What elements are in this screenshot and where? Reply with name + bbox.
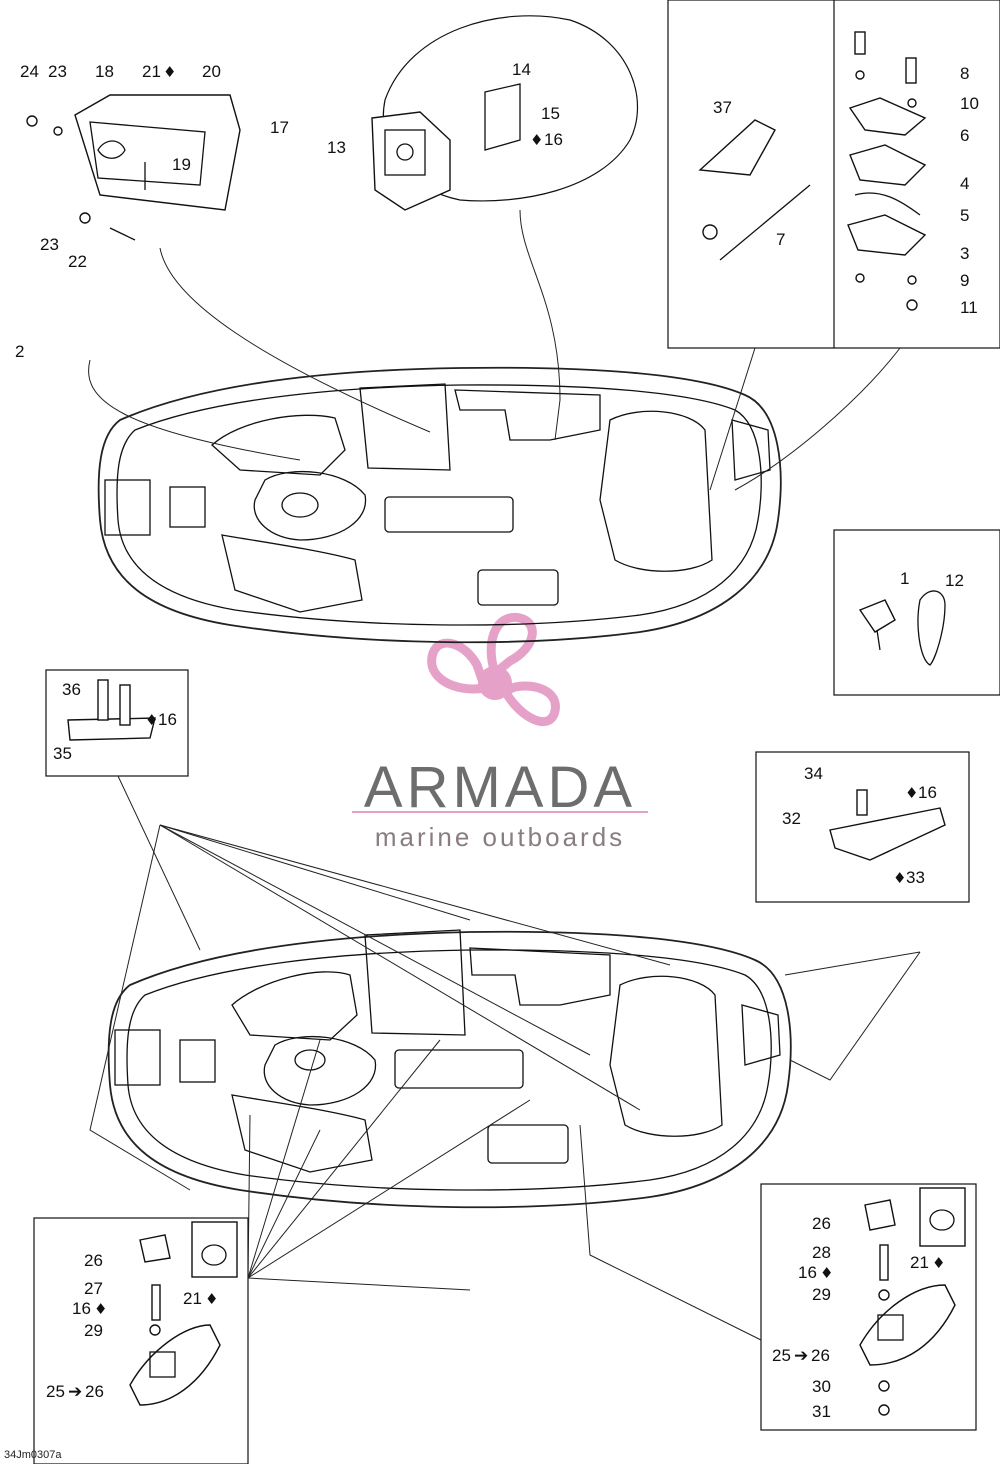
callout-label: 26 bbox=[84, 1251, 103, 1270]
callout-label: 21 bbox=[910, 1253, 929, 1272]
sealant-drop-icon: ♦ bbox=[163, 63, 176, 81]
callout-label: 26 bbox=[812, 1214, 831, 1233]
callouts: 24 23 18 21 ♦ 20 17 19 23 22 14 15 ♦ 16 … bbox=[15, 60, 979, 1421]
callout-label: 13 bbox=[327, 138, 346, 157]
callout-label: 3 bbox=[960, 244, 969, 263]
leader-lines bbox=[88, 209, 921, 1341]
callout-label: 14 bbox=[512, 60, 531, 79]
callout-label: 37 bbox=[713, 98, 732, 117]
brand-tagline: marine outboards bbox=[375, 822, 625, 852]
callout-label: 32 bbox=[782, 809, 801, 828]
callout-label: 25 bbox=[772, 1346, 791, 1365]
callout-label: 16 bbox=[544, 130, 563, 149]
callout-label: 26 bbox=[85, 1382, 104, 1401]
callout-label: 31 bbox=[812, 1402, 831, 1421]
callout-label: 11 bbox=[960, 298, 978, 317]
callout-label: 6 bbox=[960, 126, 969, 145]
cleat-box bbox=[45, 669, 189, 777]
callout-label: 29 bbox=[84, 1321, 103, 1340]
callout-label: 33 bbox=[906, 868, 925, 887]
callout-label: 24 bbox=[20, 62, 39, 81]
callout-label: 29 bbox=[812, 1285, 831, 1304]
deck-lower bbox=[107, 929, 792, 1209]
callout-label: 23 bbox=[40, 235, 59, 254]
callout-label: 16 bbox=[918, 783, 937, 802]
callout-label: 30 bbox=[812, 1377, 831, 1396]
propeller-icon bbox=[427, 613, 560, 726]
callout-arrow-icon: ➔ bbox=[68, 1382, 82, 1401]
callout-label: 25 bbox=[46, 1382, 65, 1401]
deck-upper bbox=[97, 366, 782, 644]
callout-label: 34 bbox=[804, 764, 823, 783]
callout-label: 15 bbox=[541, 104, 560, 123]
drain-box-right bbox=[760, 1183, 977, 1431]
callout-label: 16 bbox=[158, 710, 177, 729]
sealant-drop-icon: ♦ bbox=[893, 869, 906, 887]
callout-label: 8 bbox=[960, 64, 969, 83]
sealant-drop-icon: ♦ bbox=[145, 711, 158, 729]
sealant-drop-icon: ♦ bbox=[205, 1290, 218, 1308]
sealant-drop-icon: ♦ bbox=[94, 1300, 107, 1318]
clip-box bbox=[833, 529, 1000, 696]
callout-label: 12 bbox=[945, 571, 964, 590]
callout-label: 26 bbox=[811, 1346, 830, 1365]
callout-label: 16 bbox=[798, 1263, 817, 1282]
callout-arrow-icon: ➔ bbox=[794, 1346, 808, 1365]
callout-label: 7 bbox=[776, 230, 785, 249]
callout-label: 28 bbox=[812, 1243, 831, 1262]
callout-label: 36 bbox=[62, 680, 81, 699]
document-id: 34Jm0307a bbox=[4, 1449, 62, 1461]
callout-label: 20 bbox=[202, 62, 221, 81]
bracket-box bbox=[755, 751, 970, 903]
callout-label: 5 bbox=[960, 206, 969, 225]
brand-name: ARMADA bbox=[364, 755, 636, 820]
callout-label: 17 bbox=[270, 118, 289, 137]
fastener-box-right bbox=[667, 0, 1000, 349]
sealant-drop-icon: ♦ bbox=[932, 1254, 945, 1272]
callout-label: 1 bbox=[900, 569, 909, 588]
callout-label: 21 bbox=[142, 62, 161, 81]
drain-box-left bbox=[33, 1217, 249, 1464]
callout-label: 23 bbox=[48, 62, 67, 81]
callout-label: 27 bbox=[84, 1279, 103, 1298]
callout-label: 9 bbox=[960, 271, 969, 290]
callout-label: 16 bbox=[72, 1299, 91, 1318]
brand-logo: ARMADA marine outboards bbox=[352, 613, 648, 852]
callout-label: 35 bbox=[53, 744, 72, 763]
sealant-drop-icon: ♦ bbox=[530, 131, 543, 149]
sealant-drop-icon: ♦ bbox=[820, 1264, 833, 1282]
callout-label: 10 bbox=[960, 94, 979, 113]
cover-plate-assembly bbox=[26, 94, 241, 241]
callout-label: 18 bbox=[95, 62, 114, 81]
callout-label: 22 bbox=[68, 252, 87, 271]
callout-label: 4 bbox=[960, 174, 969, 193]
callout-label: 19 bbox=[172, 155, 191, 174]
hatch-detail bbox=[371, 15, 638, 211]
sealant-drop-icon: ♦ bbox=[905, 784, 918, 802]
callout-label: 2 bbox=[15, 342, 24, 361]
callout-label: 21 bbox=[183, 1289, 202, 1308]
